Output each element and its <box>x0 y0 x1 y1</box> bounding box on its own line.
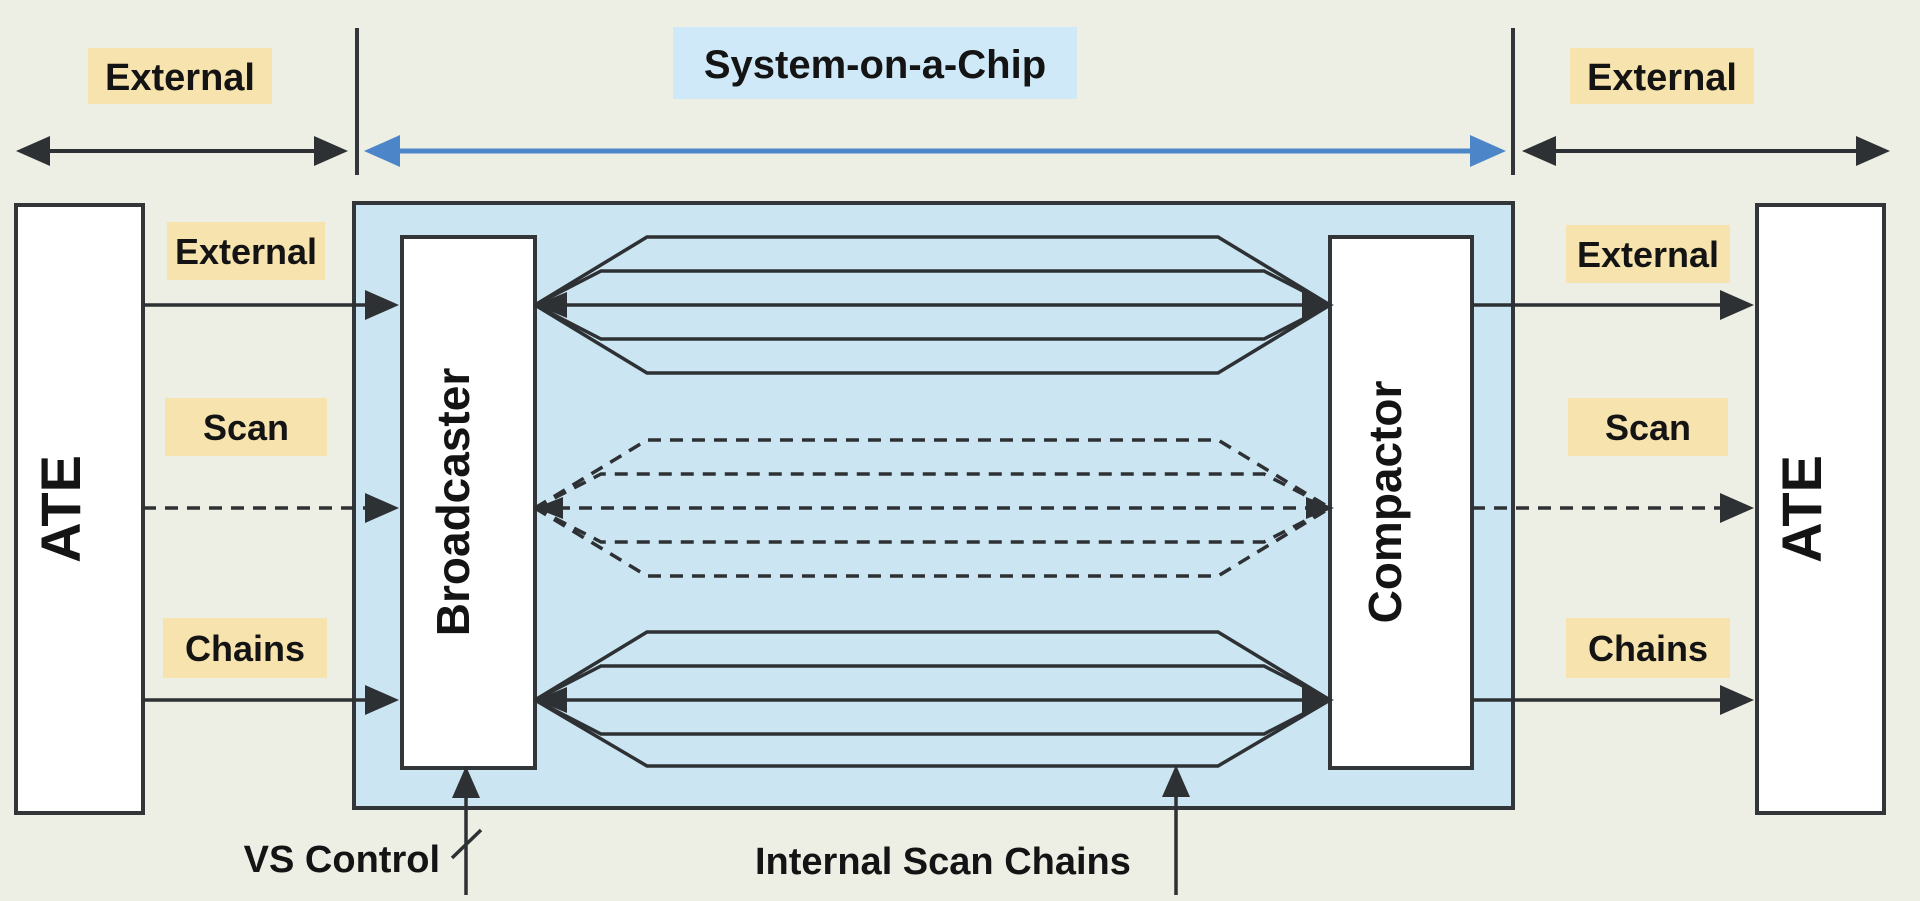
soc-span-arrowhead-left-icon <box>364 135 400 167</box>
broadcaster-fanpoint-arrowhead-icon <box>535 292 567 318</box>
top-left-external-label-bg <box>88 48 272 104</box>
chain-line <box>534 303 1331 375</box>
broadcaster-label: Broadcaster <box>427 368 479 637</box>
vs-control-label: VS Control <box>244 839 440 881</box>
compactor-label: Compactor <box>1359 381 1411 624</box>
chain-line <box>534 472 1331 510</box>
compactor-fanpoint-arrowhead-icon <box>1302 687 1334 713</box>
left-external-label-bg <box>167 222 325 280</box>
soc-title-label-bg <box>673 27 1077 99</box>
top-span-annotation: External System-on-a-Chip External <box>16 27 1890 175</box>
broadcaster-box <box>400 235 537 770</box>
broadcaster-fanpoint-arrowhead-icon <box>535 687 567 713</box>
broadcaster-fanpoint-arrowhead-icon <box>535 497 563 519</box>
top-right-external-label: External <box>1587 57 1737 99</box>
right-chains-label: Chains <box>1588 628 1708 669</box>
right-channel-labels: External Scan Chains <box>1566 225 1730 678</box>
vs-control-annotation: VS Control <box>244 766 483 895</box>
internal-scan-chains-label: Internal Scan Chains <box>755 841 1131 883</box>
internal-scan-chains-annotation: Internal Scan Chains <box>755 765 1190 895</box>
compactor-fanpoint-arrowhead-icon <box>1302 292 1334 318</box>
left-external-label: External <box>175 231 317 272</box>
left-scan-label-bg <box>165 398 327 456</box>
scan-chain-group-top <box>534 235 1334 375</box>
left-ate-box <box>14 203 145 815</box>
soc-title-label: System-on-a-Chip <box>704 43 1046 87</box>
left-span-arrowhead-right-icon <box>314 136 348 166</box>
scan-chain-group-bottom <box>534 630 1334 768</box>
vs-control-bus-slash-icon <box>450 828 483 860</box>
left-scan-wire-arrowhead-icon <box>365 493 399 523</box>
top-left-external-label: External <box>105 57 255 99</box>
internal-scan-chains-arrowhead-icon <box>1162 765 1190 797</box>
right-chains-wire-arrowhead-icon <box>1720 685 1754 715</box>
chain-line <box>534 698 1331 768</box>
right-span-arrowhead-right-icon <box>1856 136 1890 166</box>
left-span-arrowhead-left-icon <box>16 136 50 166</box>
chain-line <box>534 698 1331 736</box>
right-ate-box <box>1755 203 1886 815</box>
left-chains-label-bg <box>163 618 327 678</box>
right-chains-label-bg <box>1566 618 1730 678</box>
top-right-external-label-bg <box>1570 48 1754 104</box>
right-external-label: External <box>1577 234 1719 275</box>
chain-line <box>534 235 1331 307</box>
left-chains-wire-arrowhead-icon <box>365 685 399 715</box>
left-channel-labels: External Scan Chains <box>163 222 327 678</box>
left-ate-label: ATE <box>29 455 92 563</box>
soc-span-arrowhead-right-icon <box>1470 135 1506 167</box>
right-scan-wire-arrowhead-icon <box>1720 493 1754 523</box>
left-channel-wires <box>143 290 399 715</box>
chain-line <box>534 630 1331 702</box>
scan-chain-group-middle <box>534 438 1334 578</box>
compactor-fanpoint-arrowhead-icon <box>1306 497 1334 519</box>
left-external-wire-arrowhead-icon <box>365 290 399 320</box>
vs-control-arrowhead-icon <box>452 766 480 798</box>
chain-line <box>534 269 1331 307</box>
left-chains-label: Chains <box>185 628 305 669</box>
chain-line <box>534 506 1331 544</box>
left-scan-label: Scan <box>203 407 289 448</box>
right-scan-label-bg <box>1568 398 1728 456</box>
chain-line <box>534 303 1331 341</box>
compactor-box <box>1328 235 1474 770</box>
right-span-arrowhead-left-icon <box>1522 136 1556 166</box>
right-external-wire-arrowhead-icon <box>1720 290 1754 320</box>
right-scan-label: Scan <box>1605 407 1691 448</box>
right-external-label-bg <box>1566 225 1730 283</box>
right-ate-label: ATE <box>1770 455 1833 563</box>
chain-line <box>534 664 1331 702</box>
right-channel-wires <box>1472 290 1754 715</box>
